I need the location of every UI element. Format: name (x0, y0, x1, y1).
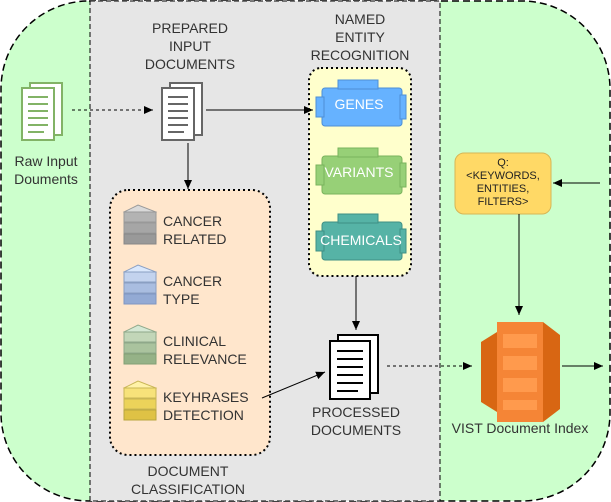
elasticsearch-index-icon (481, 322, 560, 422)
classification-item-keyphrases-detection: KEYHRASES DETECTION (163, 389, 249, 423)
stack-icon-blue (122, 264, 158, 305)
ner-entity-genes: GENES (334, 96, 384, 112)
classification-item-cancer-related: CANCER RELATED (163, 213, 227, 247)
processed-documents-label: PROCESSED DOCUMENTS (310, 404, 402, 438)
classification-item-clinical-relevance: CLINICAL RELEVANCE (163, 333, 247, 367)
query-label: Q: <KEYWORDS, ENTITIES, FILTERS> (466, 157, 540, 208)
engine-icon-blue (315, 79, 407, 127)
index-label: VIST Document Index (451, 420, 589, 436)
ner-entity-chemicals: CHEMICALS (320, 232, 402, 248)
prepared-documents-label: PREPARED INPUT DOCUMENTS (144, 20, 236, 72)
query-box (454, 152, 552, 215)
classification-to-processed-arrow (261, 371, 326, 399)
ner-title: NAMED ENTITY RECOGNITION (310, 11, 410, 63)
engine-icon-green (315, 147, 407, 195)
document-stack-icon (21, 82, 63, 141)
raw-input-label: Raw Input Douments (14, 153, 78, 187)
stack-icon-gray (122, 204, 158, 245)
document-stack-icon (329, 334, 379, 400)
document-stack-icon (161, 82, 203, 141)
classification-title: DOCUMENT CLASSIFICATION (130, 463, 246, 497)
classification-item-cancer-type: CANCER TYPE (163, 273, 223, 307)
engine-icon-teal (315, 213, 407, 261)
ner-entity-variants: VARIANTS (324, 164, 394, 180)
stack-icon-yellow (122, 380, 158, 421)
stack-icon-green (122, 324, 158, 365)
